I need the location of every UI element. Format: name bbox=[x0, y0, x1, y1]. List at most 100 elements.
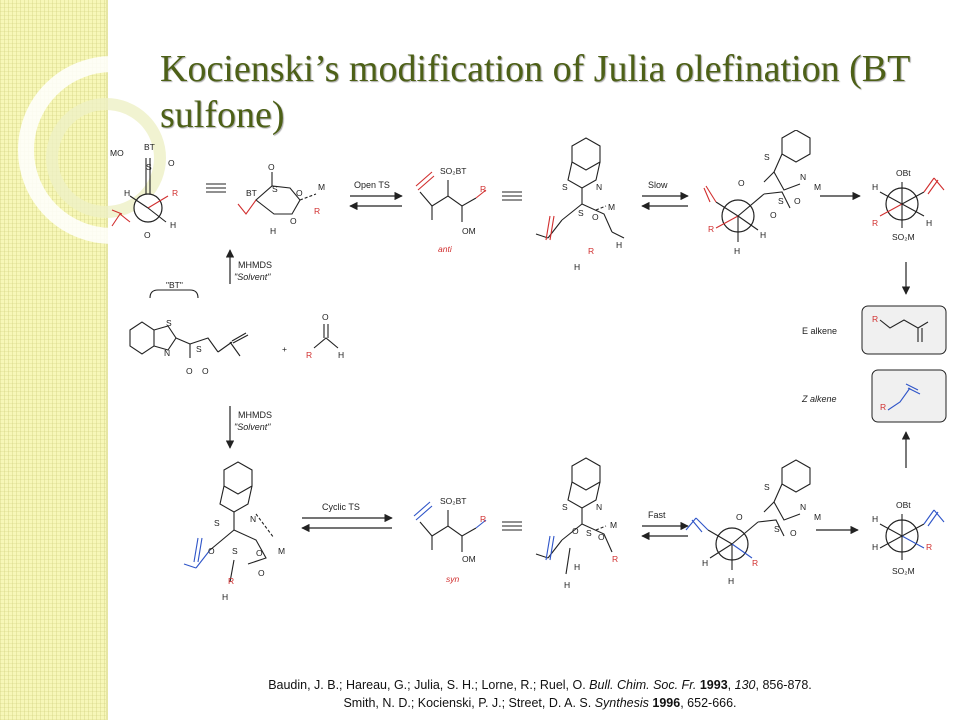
ref-journal: Bull. Chim. Soc. Fr. bbox=[589, 678, 697, 692]
atom-o: O bbox=[258, 568, 265, 578]
atom-h: H bbox=[338, 350, 344, 360]
atom-m: M bbox=[814, 512, 821, 522]
atom-s: S bbox=[764, 152, 770, 162]
atom-n: N bbox=[596, 502, 602, 512]
atom-r: R bbox=[872, 218, 878, 228]
cyclic-ts-chelate bbox=[183, 461, 275, 583]
cond-bottom-solvent: "Solvent" bbox=[234, 422, 271, 432]
label-open-ts: Open TS bbox=[354, 180, 390, 190]
fast-spiro-intermediate bbox=[685, 459, 811, 570]
atom-m: M bbox=[814, 182, 821, 192]
atom-h: H bbox=[872, 182, 878, 192]
atom-h: H bbox=[728, 576, 734, 586]
cond-top-solvent: "Solvent" bbox=[234, 272, 271, 282]
atom-n: N bbox=[800, 502, 806, 512]
z-alkene-structure bbox=[887, 383, 921, 411]
ref-pages: 652-666. bbox=[687, 696, 737, 710]
atom-r: R bbox=[612, 554, 618, 564]
reference-2: Smith, N. D.; Kocienski, P. J.; Street, … bbox=[343, 696, 737, 710]
atom-so2m: SO₂M bbox=[892, 232, 915, 242]
aldehyde bbox=[313, 324, 339, 349]
syn-newman-elimination bbox=[879, 509, 945, 560]
atom-m: M bbox=[608, 202, 615, 212]
bt-sulfone-reagent bbox=[129, 289, 249, 358]
ref-year: 1996 bbox=[652, 696, 681, 710]
atom-r: R bbox=[708, 224, 714, 234]
atom-o: O bbox=[186, 366, 193, 376]
syn-chelate bbox=[535, 457, 613, 575]
atom-h: H bbox=[564, 580, 570, 590]
atom-h: H bbox=[270, 226, 276, 236]
atom-h: H bbox=[574, 562, 580, 572]
atom-n: N bbox=[596, 182, 602, 192]
atom-r: R bbox=[926, 542, 932, 552]
atom-s: S bbox=[146, 162, 152, 172]
atom-o: O bbox=[736, 512, 743, 522]
atom-r: R bbox=[880, 402, 886, 412]
atom-h: H bbox=[734, 246, 740, 256]
atom-r: R bbox=[752, 558, 758, 568]
label-z-alkene: Z alkene bbox=[801, 394, 837, 404]
anti-chelate bbox=[535, 137, 625, 241]
ref-authors: Baudin, J. B.; Hareau, G.; Julia, S. H.;… bbox=[268, 678, 586, 692]
ref-journal: Synthesis bbox=[594, 696, 649, 710]
atom-r: R bbox=[588, 246, 594, 256]
label-e-alkene: E alkene bbox=[802, 326, 837, 336]
atom-om: OM bbox=[462, 554, 476, 564]
atom-s: S bbox=[586, 528, 592, 538]
atom-r: R bbox=[872, 314, 878, 324]
atom-bt: BT bbox=[246, 188, 257, 198]
label-anti: anti bbox=[438, 244, 453, 254]
atom-o: O bbox=[598, 532, 605, 542]
atom-r: R bbox=[306, 350, 312, 360]
reagent-brace-label: "BT" bbox=[166, 280, 183, 290]
references: Baudin, J. B.; Hareau, G.; Julia, S. H.;… bbox=[190, 676, 890, 712]
atom-r: R bbox=[314, 206, 320, 216]
atom-so2bt: SO₂BT bbox=[440, 166, 466, 176]
reaction-scheme: "BT" S N S O O + O R H MHMDS "Solvent" M… bbox=[110, 130, 947, 600]
atom-s: S bbox=[272, 184, 278, 194]
atom-o: O bbox=[322, 312, 329, 322]
atom-s: S bbox=[214, 518, 220, 528]
atom-o: O bbox=[770, 210, 777, 220]
atom-r: R bbox=[480, 514, 486, 524]
open-ts-chelate bbox=[237, 172, 317, 215]
decorative-rings bbox=[18, 56, 200, 244]
cond-bottom-reagent: MHMDS bbox=[238, 410, 272, 420]
side-band-edge bbox=[106, 0, 108, 720]
atom-o: O bbox=[202, 366, 209, 376]
label-syn: syn bbox=[446, 574, 460, 584]
decorative-side-band bbox=[0, 0, 106, 720]
atom-m: M bbox=[278, 546, 285, 556]
atom-n: N bbox=[250, 514, 256, 524]
atom-obt: OBt bbox=[896, 500, 911, 510]
atom-o: O bbox=[144, 230, 151, 240]
open-ts-newman bbox=[111, 158, 169, 227]
atom-h: H bbox=[872, 514, 878, 524]
atom-h: H bbox=[574, 262, 580, 272]
atom-h: H bbox=[170, 220, 176, 230]
e-alkene-box bbox=[861, 305, 947, 355]
syn-adduct bbox=[413, 501, 487, 552]
atom-o: O bbox=[208, 546, 215, 556]
atom-o: O bbox=[268, 162, 275, 172]
ref-year: 1993 bbox=[699, 678, 728, 692]
anti-newman-elimination bbox=[879, 177, 945, 228]
atom-h: H bbox=[926, 218, 932, 228]
atom-s: S bbox=[562, 502, 568, 512]
plus-sign: + bbox=[282, 344, 287, 354]
atom-o: O bbox=[296, 188, 303, 198]
atom-m: M bbox=[610, 520, 617, 530]
atom-s: S bbox=[764, 482, 770, 492]
atom-mo: MO bbox=[110, 148, 124, 158]
z-alkene-box bbox=[871, 369, 947, 423]
atom-o: O bbox=[256, 548, 263, 558]
atom-h: H bbox=[702, 558, 708, 568]
label-fast: Fast bbox=[648, 510, 666, 520]
atom-s: S bbox=[166, 318, 172, 328]
atom-h: H bbox=[760, 230, 766, 240]
ref-volume: 130 bbox=[734, 678, 756, 692]
atom-s: S bbox=[196, 344, 202, 354]
anti-adduct bbox=[415, 171, 487, 222]
